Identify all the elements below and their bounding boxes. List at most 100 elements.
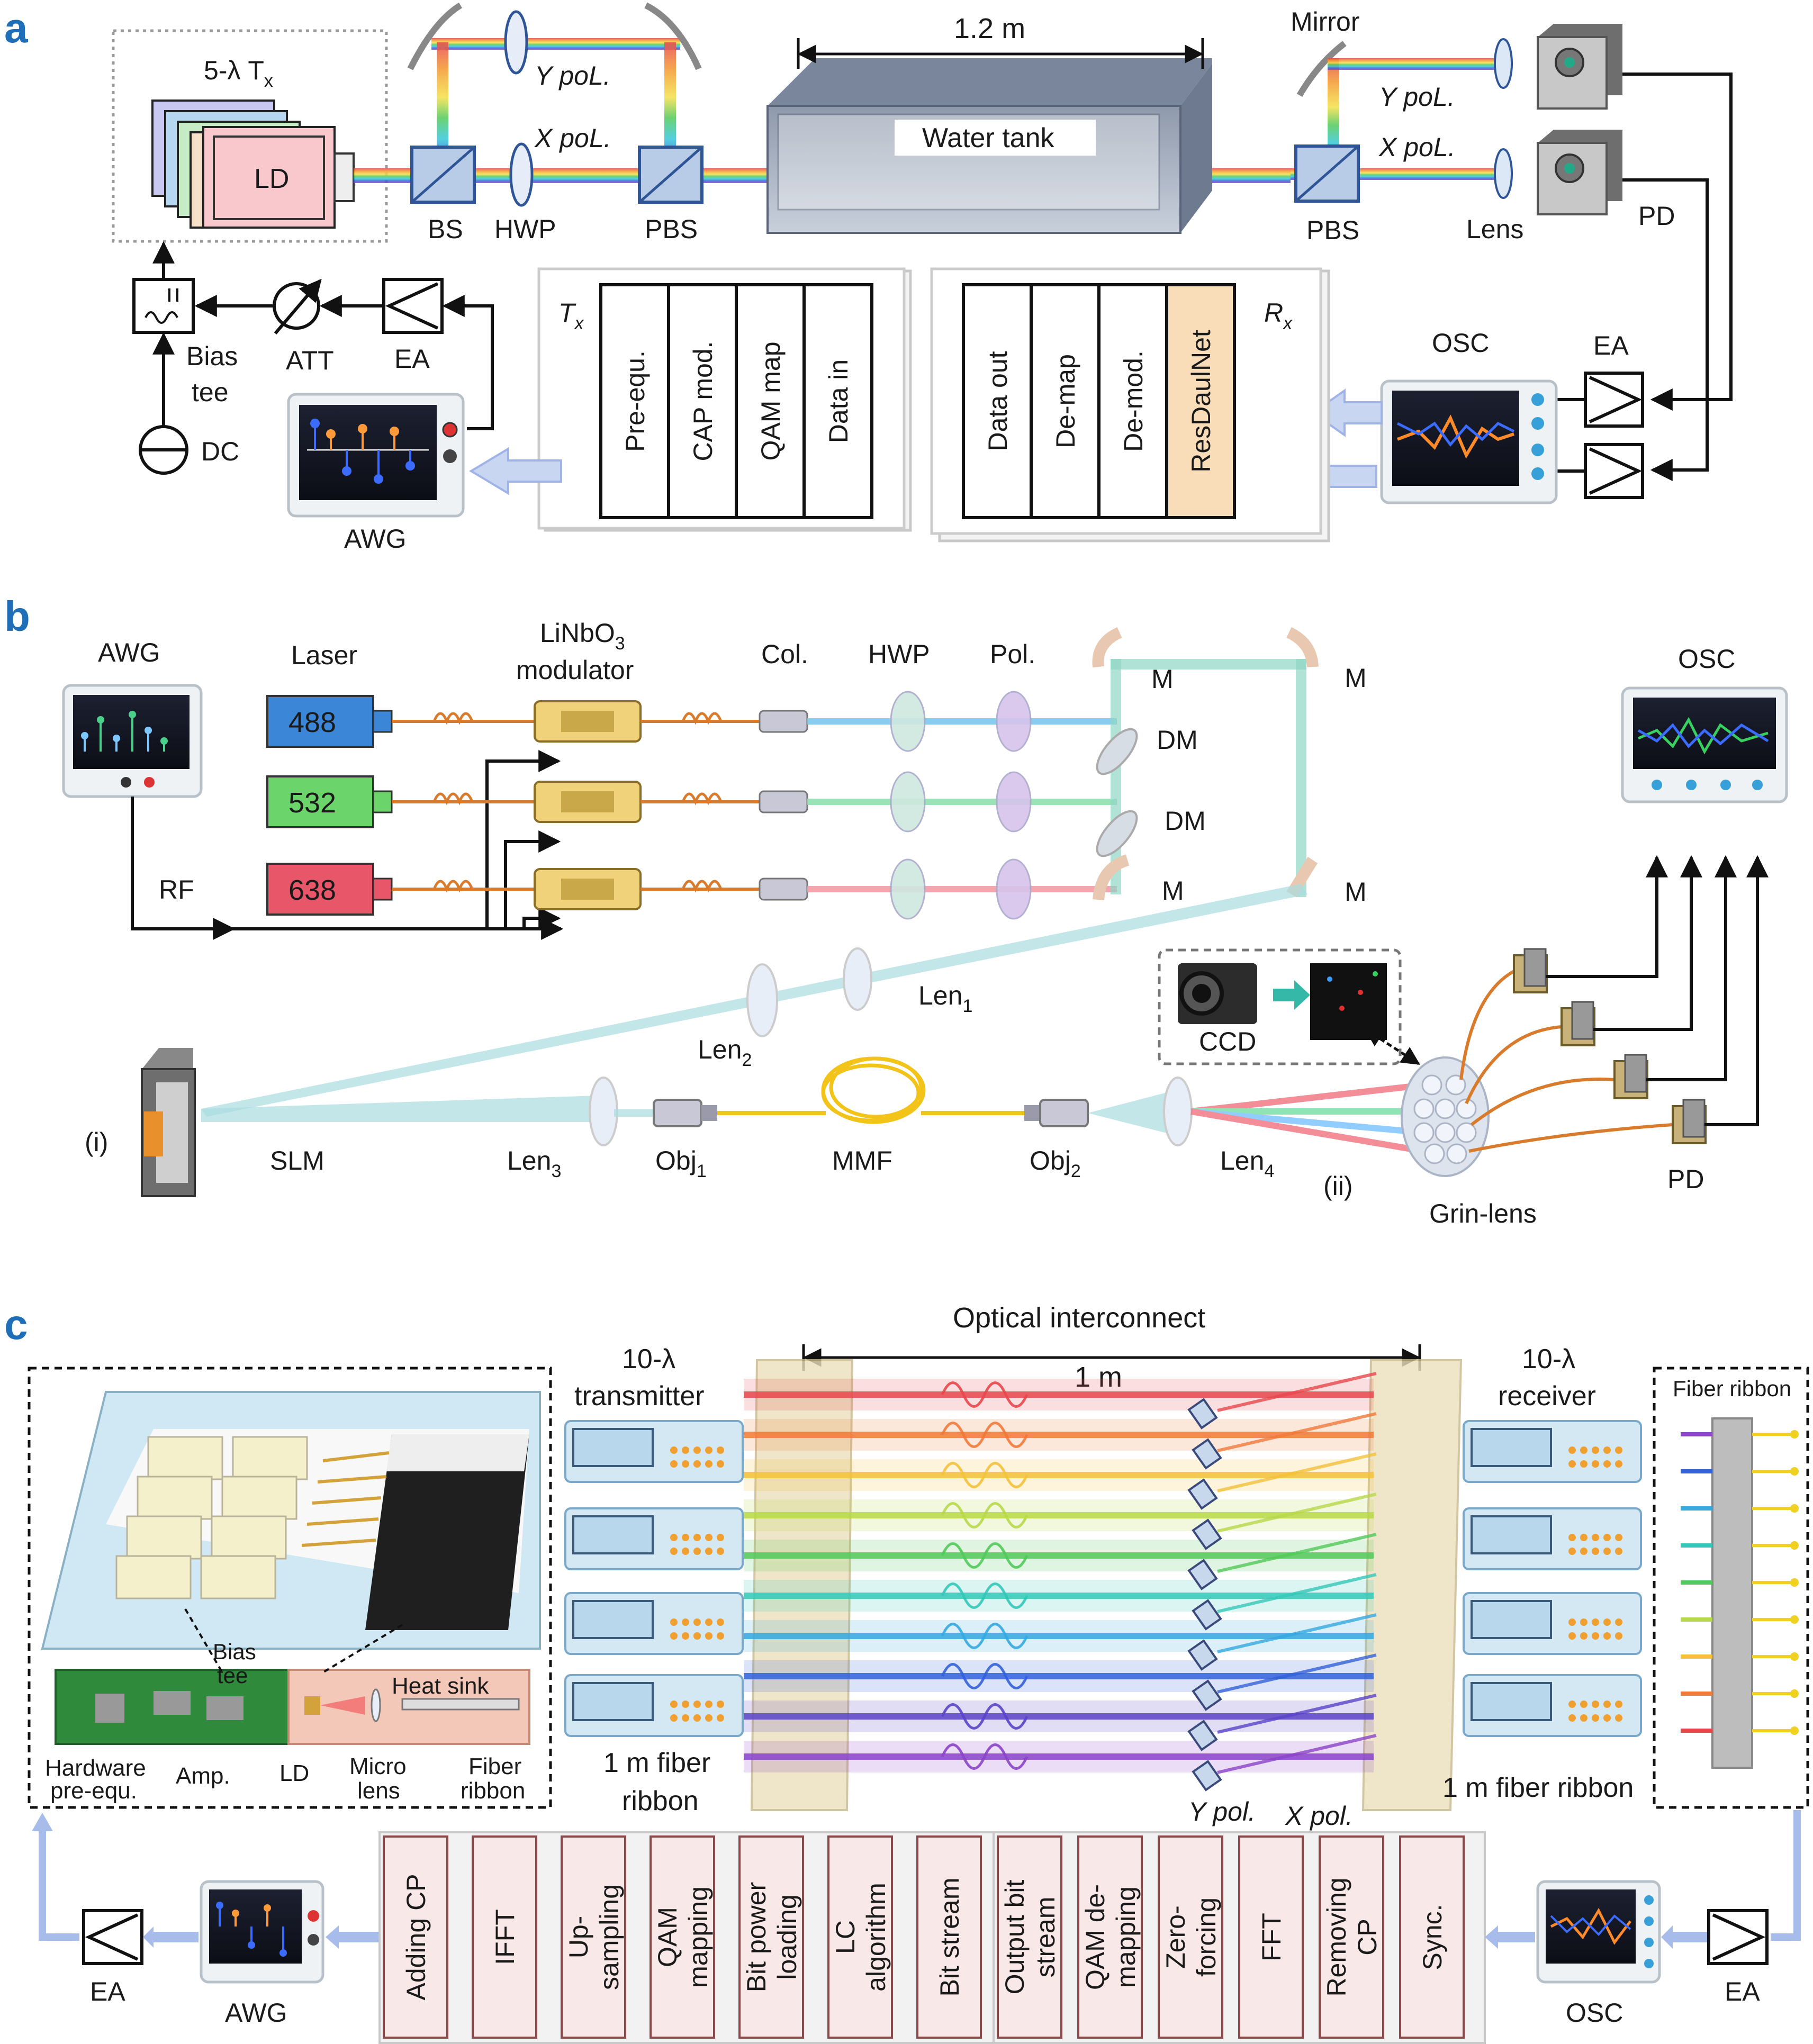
rf-branch-3	[504, 830, 561, 929]
len3-label: Len3	[507, 1146, 561, 1181]
rx-panel-label: Rx	[1264, 298, 1293, 333]
arrow-tx-awg	[469, 447, 562, 495]
obj1-label: Obj1	[655, 1146, 707, 1181]
len2-label: Len2	[698, 1035, 752, 1070]
ccd-camera	[1178, 963, 1257, 1024]
output-beams	[1190, 1082, 1425, 1154]
osc-b	[1621, 686, 1788, 803]
y-pol-c-label: Y pol.	[1188, 1797, 1256, 1826]
dsp-block	[472, 1835, 537, 2039]
awg-b	[62, 684, 203, 798]
dsp-block-label: loading	[772, 1894, 802, 1979]
pol-label: Pol.	[990, 639, 1035, 669]
pd-array	[1513, 948, 1707, 1144]
dsp-block-label: Bit power	[742, 1882, 771, 1992]
len4-lens	[1163, 1077, 1193, 1146]
tx-block-label: Pre-equ.	[620, 350, 650, 452]
dsp-block-label: Adding CP	[401, 1874, 431, 2000]
arrow-ea-to-osc	[1661, 1925, 1707, 1949]
upper-lens	[504, 10, 528, 75]
awg-c-label: AWG	[225, 1998, 287, 2028]
fiber-ribbon-left-2: ribbon	[622, 1786, 699, 1816]
wire-pd-bottom	[1622, 178, 1709, 481]
grin-label: Grin-lens	[1429, 1199, 1537, 1228]
tx-module-3d	[41, 1391, 541, 1650]
hwp-plate	[890, 771, 926, 833]
rx-block-label: De-mod.	[1119, 350, 1148, 452]
dsp-block-label: Zero-	[1161, 1905, 1190, 1968]
water-tank	[766, 58, 1212, 234]
tx-inset-box	[28, 1367, 552, 1809]
arrow-osc-to-dsp	[1485, 1925, 1535, 1949]
mirror-b-top-left	[1092, 627, 1122, 668]
len3-lens	[589, 1077, 618, 1146]
laser-diode-stack	[151, 100, 355, 229]
attenuator	[273, 278, 322, 334]
rx-block	[962, 283, 1033, 519]
i-marker: (i)	[85, 1127, 108, 1157]
beam-b-top	[1111, 659, 1306, 670]
ccd-arrow	[1273, 980, 1310, 1010]
pd-top	[1537, 24, 1622, 110]
obj2	[1024, 1099, 1089, 1127]
m-label-2: M	[1345, 663, 1367, 693]
rx-units	[1463, 1420, 1642, 1737]
tx-block-label: CAP mod.	[688, 341, 718, 462]
mirror-b-bottom-left	[1093, 854, 1130, 901]
tx-units	[564, 1420, 744, 1737]
fiber-ribbon-array	[1681, 1417, 1799, 1769]
pbs-right-label: PBS	[1306, 215, 1359, 245]
receiver-label-bottom: receiver	[1498, 1381, 1596, 1412]
lens-label: Lens	[1466, 214, 1523, 244]
pd-b-label: PD	[1667, 1164, 1704, 1194]
lens-right-bottom	[1494, 148, 1513, 199]
tx-block	[667, 283, 738, 519]
dsp-block	[1077, 1835, 1143, 2039]
dsp-block-label: LC	[831, 1920, 860, 1954]
dsp-block	[1238, 1835, 1304, 2039]
dsp-block-label: Removing	[1322, 1877, 1351, 1996]
polarizer	[1187, 1720, 1218, 1751]
transmitter-label-top: 10-λ	[622, 1344, 675, 1374]
y-pol-right-label: Y poL.	[1379, 82, 1455, 112]
arrow-ea-to-inset	[39, 1826, 79, 1941]
obj1	[653, 1099, 717, 1127]
ccd-image	[1310, 963, 1387, 1040]
ea-left-label: EA	[394, 344, 430, 374]
rx-block	[1097, 283, 1168, 519]
wdm-beam	[744, 1552, 1374, 1559]
dsp-block	[916, 1835, 982, 2039]
mirror-right	[1296, 41, 1347, 97]
dsp-block-label: stream	[1031, 1897, 1060, 1978]
beam-a-right-top	[1328, 58, 1508, 70]
pbs-right	[1294, 144, 1360, 203]
hwp-label: HWP	[494, 214, 556, 244]
beam-a-upper	[431, 38, 680, 50]
bias-c-label: Bias	[213, 1639, 256, 1664]
mirror-label: Mirror	[1291, 7, 1360, 37]
dm-middle	[1096, 810, 1138, 857]
wdm-beam	[744, 1391, 1374, 1398]
receiver-label-top: 10-λ	[1522, 1344, 1575, 1374]
wdm-beam	[744, 1753, 1374, 1760]
collimator	[759, 878, 808, 901]
dm-label-2: DM	[1165, 806, 1206, 836]
mmf-label: MMF	[832, 1146, 892, 1175]
osc-a	[1380, 379, 1558, 504]
m-label-1: M	[1151, 664, 1174, 694]
att-label: ATT	[286, 346, 334, 375]
dsp-block-label: Sync.	[1418, 1904, 1447, 1970]
rf-branch-4	[522, 907, 561, 929]
rx-block	[1030, 283, 1101, 519]
col-label: Col.	[761, 639, 808, 669]
dsp-block	[383, 1835, 448, 2039]
wdm-beam	[744, 1432, 1374, 1438]
laser-row-488: 488	[266, 691, 1117, 752]
interconnect-distance: 1 m	[1075, 1361, 1122, 1393]
osc-a-label: OSC	[1432, 328, 1489, 358]
dsp-block	[650, 1835, 715, 2039]
tx-optics	[287, 1669, 530, 1745]
obj2-label: Obj2	[1030, 1146, 1081, 1181]
tx-panel-label: Tx	[558, 298, 584, 333]
